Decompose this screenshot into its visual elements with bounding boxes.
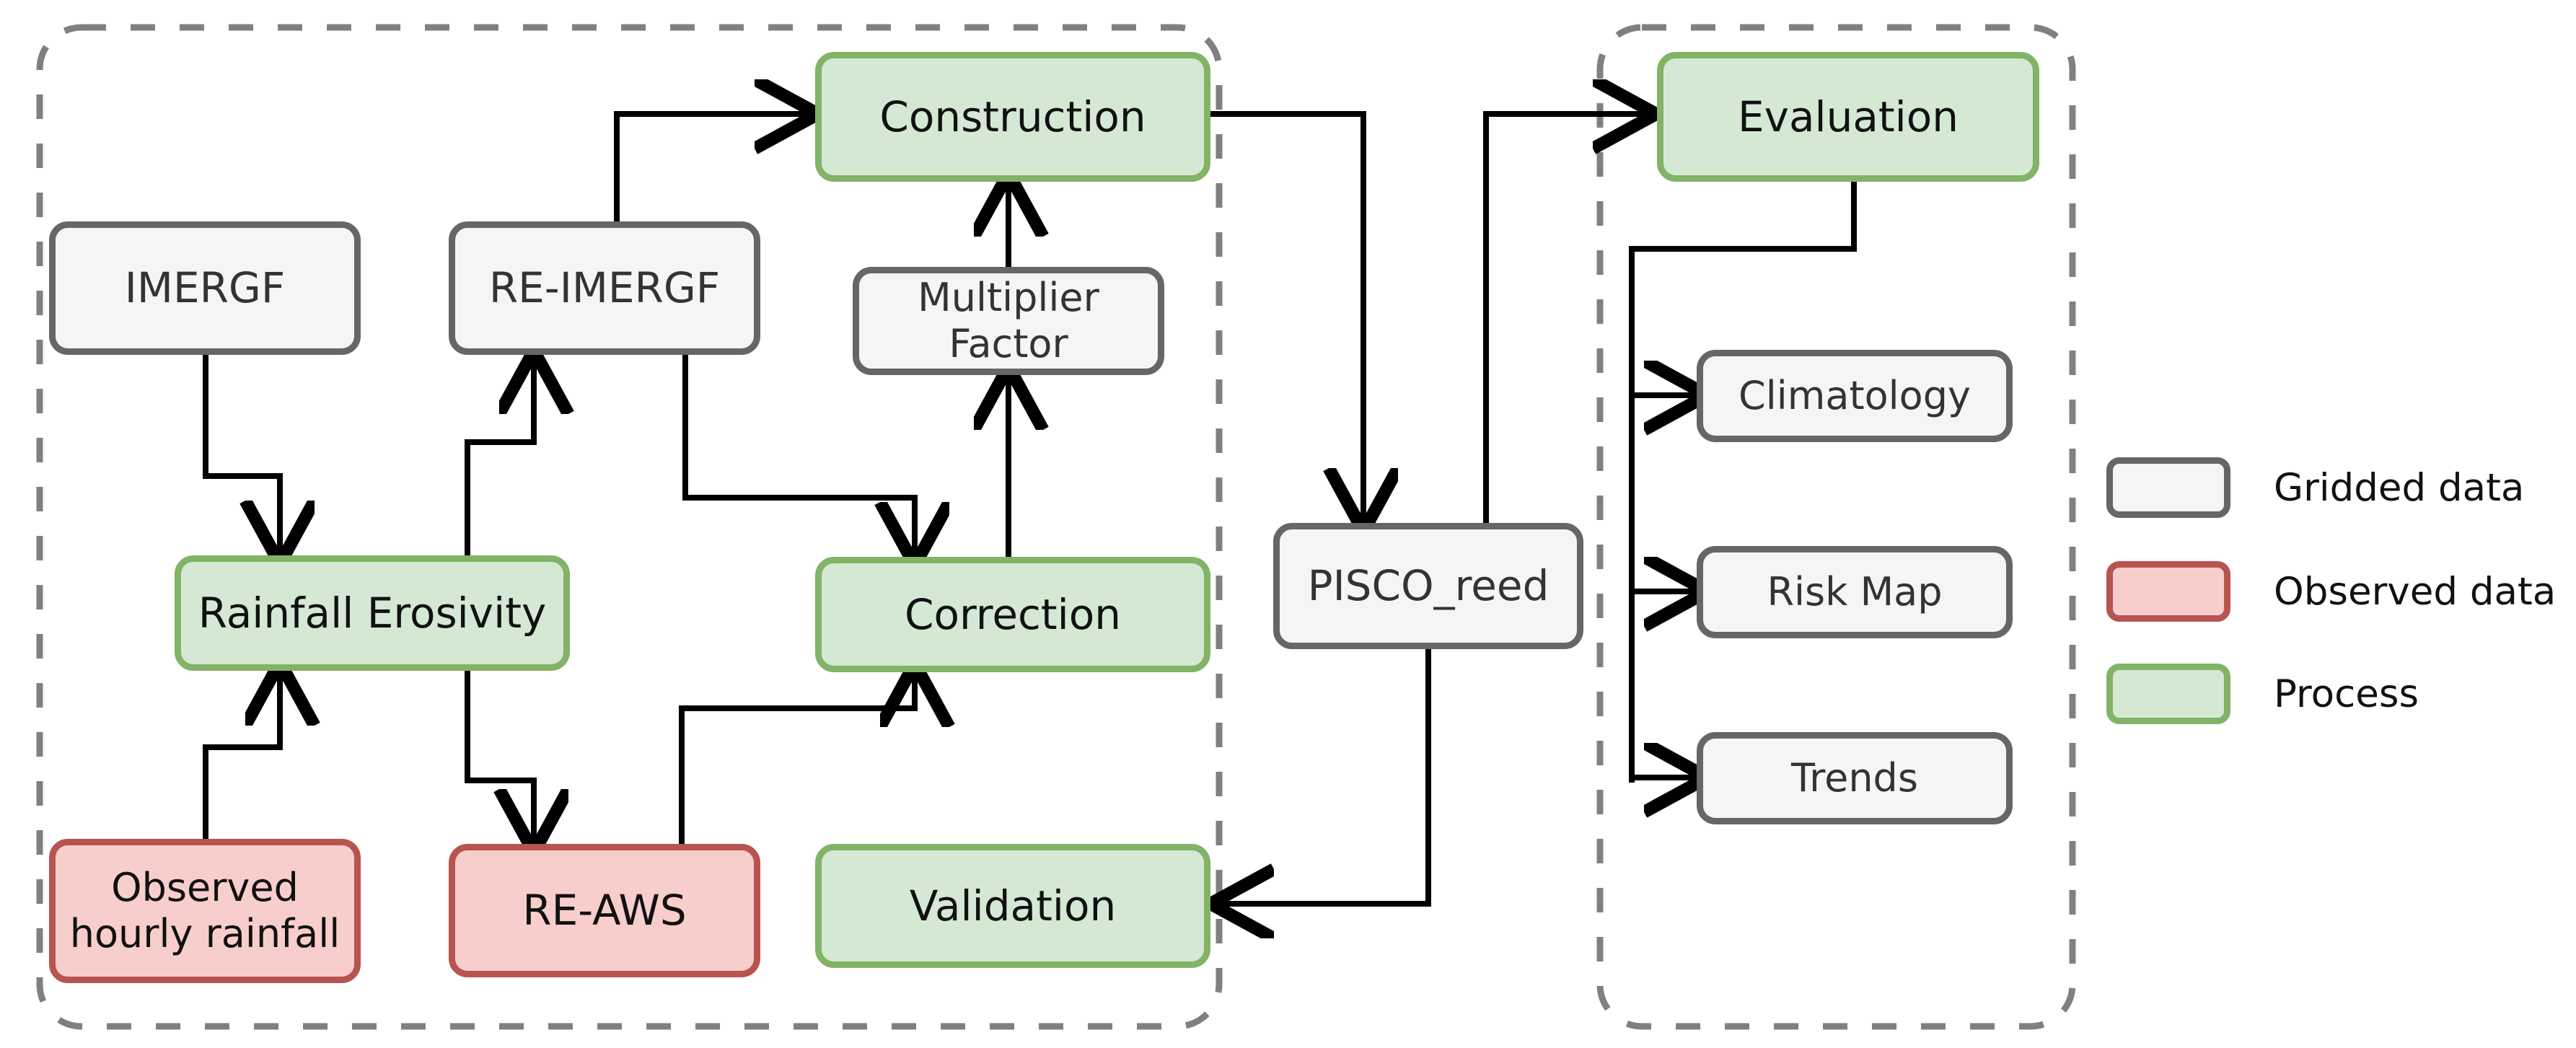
edge-re-aws-to-correction: [679, 672, 915, 844]
right-panel-outline: [1596, 24, 2076, 1030]
legend-label-observed-data: Observed data: [2274, 569, 2557, 614]
legend-label-gridded-data: Gridded data: [2274, 465, 2525, 510]
edge-observed-hourly-rainfall-to-rainfall-erosivity: [203, 671, 280, 839]
legend-swatch-gridded-data: [2106, 457, 2230, 518]
node-evaluation[interactable]: Evaluation: [1657, 52, 2039, 182]
edge-evaluation-trunk: [1629, 182, 1857, 783]
left-panel-outline: [36, 24, 1223, 1030]
legend-label-process: Process: [2274, 671, 2419, 716]
edge-pisco-reed-to-validation: [1219, 649, 1431, 904]
node-construction[interactable]: Construction: [815, 52, 1210, 182]
node-risk-map[interactable]: Risk Map: [1697, 546, 2013, 638]
node-observed-hourly-rainfall[interactable]: Observed hourly rainfall: [49, 839, 361, 983]
node-re-imergf[interactable]: RE-IMERGF: [449, 221, 760, 355]
edge-re-imergf-to-correction: [682, 355, 915, 557]
edge-rainfall-erosivity-to-re-imergf: [465, 359, 534, 555]
edge-pisco-reed-to-evaluation: [1483, 114, 1648, 523]
node-rainfall-erosivity[interactable]: Rainfall Erosivity: [175, 555, 570, 671]
legend-swatch-observed-data: [2106, 561, 2230, 622]
edge-construction-to-pisco-reed: [1210, 111, 1363, 523]
node-trends[interactable]: Trends: [1697, 732, 2013, 824]
node-imergf[interactable]: IMERGF: [49, 221, 361, 355]
node-multiplier-factor[interactable]: Multiplier Factor: [853, 267, 1164, 375]
edge-imergf-to-rainfall-erosivity: [203, 355, 280, 555]
node-climatology[interactable]: Climatology: [1697, 350, 2013, 442]
node-pisco-reed[interactable]: PISCO_reed: [1273, 523, 1583, 649]
edge-rainfall-erosivity-to-re-aws: [465, 671, 534, 844]
node-validation[interactable]: Validation: [815, 844, 1210, 968]
node-re-aws[interactable]: RE-AWS: [449, 844, 760, 977]
node-correction[interactable]: Correction: [815, 557, 1210, 672]
legend-swatch-process: [2106, 664, 2230, 724]
